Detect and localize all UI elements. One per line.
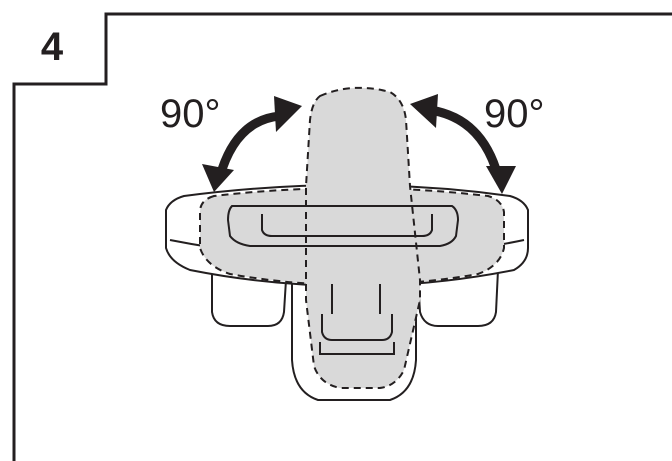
inner-tray bbox=[226, 205, 460, 247]
left-angle-label: 90° bbox=[160, 92, 221, 136]
stem-connector bbox=[321, 314, 393, 341]
right-angle-label: 90° bbox=[484, 92, 545, 136]
right-leg bbox=[417, 269, 499, 327]
left-arrow-head-bottom bbox=[202, 164, 234, 192]
right-rotation-arrow bbox=[429, 105, 503, 178]
inner-tray-slot bbox=[261, 214, 433, 237]
right-arrow-head-top bbox=[410, 94, 438, 128]
left-leg bbox=[211, 270, 287, 327]
right-arrow-head-bottom bbox=[486, 166, 516, 194]
stem-connector-lower bbox=[319, 342, 395, 355]
left-rotation-arrow bbox=[215, 111, 281, 178]
step-number: 4 bbox=[40, 25, 64, 69]
left-arrow-head-top bbox=[274, 96, 302, 132]
panel-frame bbox=[12, 12, 672, 461]
rotated-ghost-handle bbox=[305, 86, 421, 389]
stem-shaft bbox=[331, 284, 381, 314]
